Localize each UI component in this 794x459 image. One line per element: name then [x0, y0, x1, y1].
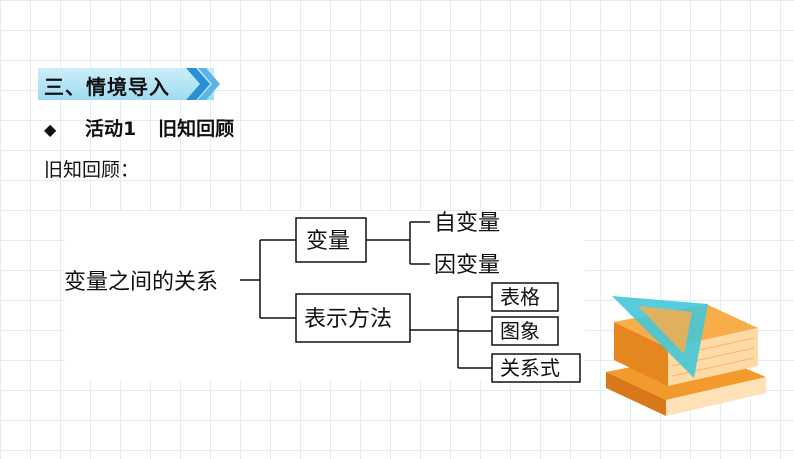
method-graph-label: 图象	[500, 319, 540, 343]
branch-variables-label: 变量	[306, 229, 350, 254]
box-table	[491, 282, 559, 312]
box-formula	[491, 353, 581, 383]
section-title: 三、情境导入	[44, 75, 170, 99]
section-banner: 三、情境导入	[38, 68, 220, 100]
diagram-root-label: 变量之间的关系	[64, 270, 218, 295]
method-formula-label: 关系式	[500, 356, 560, 380]
branch-methods-label: 表示方法	[304, 307, 392, 332]
box-variables	[295, 217, 367, 263]
child-independent-label: 自变量	[434, 211, 500, 236]
chevron-right-icon	[186, 68, 220, 100]
activity-topic: 旧知回顾	[158, 118, 235, 140]
diamond-bullet-icon: ◆	[44, 120, 57, 139]
method-table-label: 表格	[500, 285, 540, 309]
box-methods	[295, 293, 411, 343]
box-graph	[491, 316, 559, 346]
activity-heading: ◆ 活动1 旧知回顾	[44, 114, 234, 141]
books-triangle-icon	[606, 296, 766, 416]
activity-name: 活动1	[84, 118, 137, 140]
child-dependent-label: 因变量	[434, 253, 500, 278]
review-label: 旧知回顾：	[44, 159, 140, 181]
